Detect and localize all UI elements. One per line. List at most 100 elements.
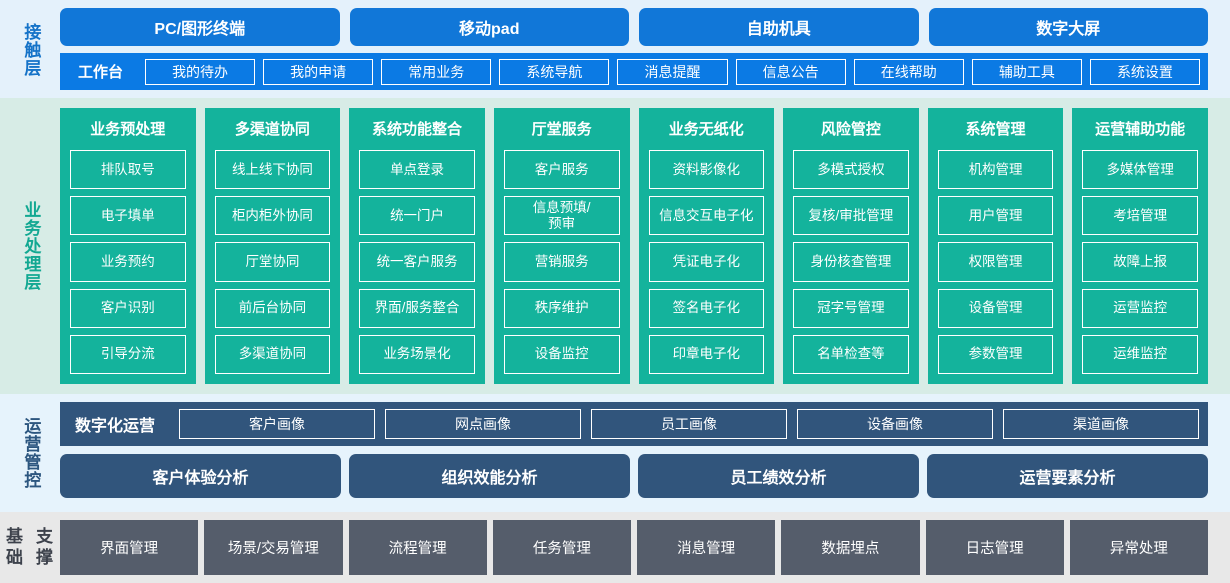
workbench-item[interactable]: 我的申请: [263, 58, 374, 85]
business-item[interactable]: 线上线下协同: [214, 150, 331, 190]
digital-operations-row: 数字化运营 客户画像 网点画像 员工画像 设备画像 渠道画像: [60, 402, 1208, 446]
foundation-item[interactable]: 数据埋点: [781, 520, 920, 575]
business-item[interactable]: 考培管理: [1082, 196, 1198, 236]
workbench-title: 工作台: [78, 64, 124, 81]
business-item[interactable]: 柜内柜外协同: [214, 196, 331, 236]
business-item[interactable]: 营销服务: [503, 242, 620, 282]
analysis-row: 客户体验分析 组织效能分析 员工绩效分析 运营要素分析: [60, 454, 1208, 498]
portrait-item[interactable]: 员工画像: [591, 409, 788, 439]
business-item[interactable]: 运维监控: [1082, 334, 1198, 375]
business-column-title: 厅堂服务: [531, 121, 592, 138]
business-item[interactable]: 冠字号管理: [793, 288, 909, 328]
business-item[interactable]: 凭证电子化: [648, 242, 765, 282]
business-item[interactable]: 统一门户: [359, 196, 475, 236]
business-layer-label-text: 业务处理层: [21, 201, 41, 291]
business-column: 厅堂服务 客户服务 信息预填/ 预审 营销服务 秩序维护 设备监控: [493, 108, 630, 384]
foundation-label-char-2: 支撑: [36, 527, 54, 567]
business-item[interactable]: 用户管理: [937, 196, 1054, 236]
business-item[interactable]: 信息预填/ 预审: [503, 196, 620, 236]
portrait-item[interactable]: 渠道画像: [1003, 409, 1200, 439]
channel-tab[interactable]: PC/图形终端: [60, 8, 340, 46]
business-column: 系统功能整合 单点登录 统一门户 统一客户服务 界面/服务整合 业务场景化: [349, 108, 485, 384]
business-item[interactable]: 复核/审批管理: [793, 196, 909, 236]
business-item[interactable]: 业务预约: [70, 242, 186, 282]
workbench-item[interactable]: 常用业务: [381, 58, 492, 85]
portrait-item[interactable]: 设备画像: [797, 409, 994, 439]
workbench-item[interactable]: 消息提醒: [617, 58, 728, 85]
business-column: 业务预处理 排队取号 电子填单 业务预约 客户识别 引导分流: [60, 108, 196, 384]
foundation-item[interactable]: 异常处理: [1069, 520, 1208, 575]
business-item[interactable]: 设备监控: [503, 334, 620, 375]
business-item[interactable]: 多渠道协同: [214, 334, 331, 375]
contact-layer-label-text: 接触层: [21, 23, 41, 77]
business-item[interactable]: 故障上报: [1082, 242, 1198, 282]
business-item[interactable]: 电子填单: [70, 196, 186, 236]
business-layer: 业务处理层 业务预处理 排队取号 电子填单 业务预约 客户识别 引导分流 多渠道…: [0, 98, 1230, 394]
analysis-item[interactable]: 员工绩效分析: [638, 454, 919, 498]
business-item[interactable]: 设备管理: [937, 288, 1054, 328]
foundation-item[interactable]: 流程管理: [348, 520, 487, 575]
foundation-item[interactable]: 任务管理: [492, 520, 631, 575]
channel-tab[interactable]: 数字大屏: [928, 8, 1208, 46]
contact-layer: 接触层 PC/图形终端 移动pad 自助机具 数字大屏 工作台 我的待办 我的申…: [0, 0, 1230, 98]
contact-layer-body: PC/图形终端 移动pad 自助机具 数字大屏 工作台 我的待办 我的申请 常用…: [60, 8, 1230, 92]
foundation-layer: 基础 支撑 界面管理 场景/交易管理 流程管理 任务管理 消息管理 数据埋点 日…: [0, 512, 1230, 583]
business-column: 运营辅助功能 多媒体管理 考培管理 故障上报 运营监控 运维监控: [1072, 108, 1208, 384]
analysis-item[interactable]: 组织效能分析: [349, 454, 630, 498]
business-item[interactable]: 客户服务: [503, 150, 620, 190]
business-column-title: 风险管控: [820, 121, 881, 138]
analysis-item[interactable]: 客户体验分析: [60, 454, 341, 498]
business-item[interactable]: 信息交互电子化: [648, 196, 765, 236]
business-item[interactable]: 秩序维护: [503, 288, 620, 328]
foundation-item[interactable]: 界面管理: [60, 520, 199, 575]
business-item[interactable]: 权限管理: [937, 242, 1054, 282]
foundation-layer-body: 界面管理 场景/交易管理 流程管理 任务管理 消息管理 数据埋点 日志管理 异常…: [60, 520, 1230, 575]
business-layer-body: 业务预处理 排队取号 电子填单 业务预约 客户识别 引导分流 多渠道协同 线上线…: [60, 108, 1230, 384]
business-item[interactable]: 单点登录: [359, 150, 475, 190]
business-item[interactable]: 界面/服务整合: [359, 288, 475, 328]
business-item[interactable]: 身份核查管理: [793, 242, 909, 282]
business-column: 系统管理 机构管理 用户管理 权限管理 设备管理 参数管理: [927, 108, 1064, 384]
business-item[interactable]: 印章电子化: [648, 334, 765, 375]
workbench-item[interactable]: 信息公告: [735, 58, 846, 85]
workbench-item[interactable]: 在线帮助: [853, 58, 964, 85]
foundation-item[interactable]: 场景/交易管理: [204, 520, 343, 575]
operations-layer-body: 数字化运营 客户画像 网点画像 员工画像 设备画像 渠道画像 客户体验分析 组织…: [60, 402, 1230, 504]
business-item[interactable]: 名单检查等: [793, 334, 909, 375]
channel-tab[interactable]: 自助机具: [639, 8, 919, 46]
workbench-row: 工作台 我的待办 我的申请 常用业务 系统导航 消息提醒 信息公告 在线帮助 辅…: [60, 53, 1208, 90]
business-item[interactable]: 运营监控: [1082, 288, 1198, 328]
analysis-item[interactable]: 运营要素分析: [927, 454, 1208, 498]
business-item[interactable]: 引导分流: [70, 334, 186, 375]
business-item[interactable]: 多媒体管理: [1082, 150, 1198, 190]
foundation-item[interactable]: 日志管理: [925, 520, 1064, 575]
business-item[interactable]: 机构管理: [937, 150, 1054, 190]
foundation-item[interactable]: 消息管理: [637, 520, 776, 575]
business-item[interactable]: 前后台协同: [214, 288, 331, 328]
business-column-title: 业务预处理: [90, 121, 166, 138]
business-item[interactable]: 业务场景化: [359, 334, 475, 375]
business-item[interactable]: 签名电子化: [648, 288, 765, 328]
portrait-item[interactable]: 客户画像: [179, 409, 376, 439]
operations-layer-label: 运营管控: [0, 402, 60, 504]
workbench-item[interactable]: 系统设置: [1089, 58, 1200, 85]
business-item[interactable]: 多模式授权: [793, 150, 909, 190]
business-item[interactable]: 统一客户服务: [359, 242, 475, 282]
business-layer-label: 业务处理层: [0, 108, 60, 384]
business-item[interactable]: 客户识别: [70, 288, 186, 328]
business-item[interactable]: 排队取号: [70, 150, 186, 190]
workbench-item[interactable]: 系统导航: [499, 58, 610, 85]
portrait-item[interactable]: 网点画像: [385, 409, 582, 439]
channel-tab[interactable]: 移动pad: [349, 8, 629, 46]
business-item[interactable]: 厅堂协同: [214, 242, 331, 282]
business-column: 多渠道协同 线上线下协同 柜内柜外协同 厅堂协同 前后台协同 多渠道协同: [204, 108, 341, 384]
business-column: 风险管控 多模式授权 复核/审批管理 身份核查管理 冠字号管理 名单检查等: [783, 108, 919, 384]
operations-layer-label-text: 运营管控: [21, 417, 41, 489]
workbench-item[interactable]: 我的待办: [145, 58, 256, 85]
contact-layer-label: 接触层: [0, 8, 60, 92]
business-item[interactable]: 参数管理: [937, 334, 1054, 375]
business-item[interactable]: 资料影像化: [648, 150, 765, 190]
business-column-title: 多渠道协同: [234, 121, 310, 138]
workbench-item[interactable]: 辅助工具: [971, 58, 1082, 85]
